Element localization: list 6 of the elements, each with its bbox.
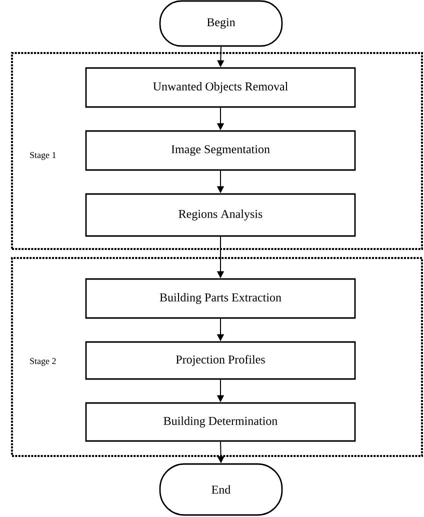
process-box: Projection Profiles	[85, 341, 356, 380]
process-box: Building Determination	[85, 402, 356, 442]
process-box: Building Parts Extraction	[85, 278, 356, 319]
process-box: Image Segmentation	[85, 130, 356, 171]
process-box: Unwanted Objects Removal	[85, 67, 356, 108]
process-box: Regions Analysis	[85, 193, 356, 237]
